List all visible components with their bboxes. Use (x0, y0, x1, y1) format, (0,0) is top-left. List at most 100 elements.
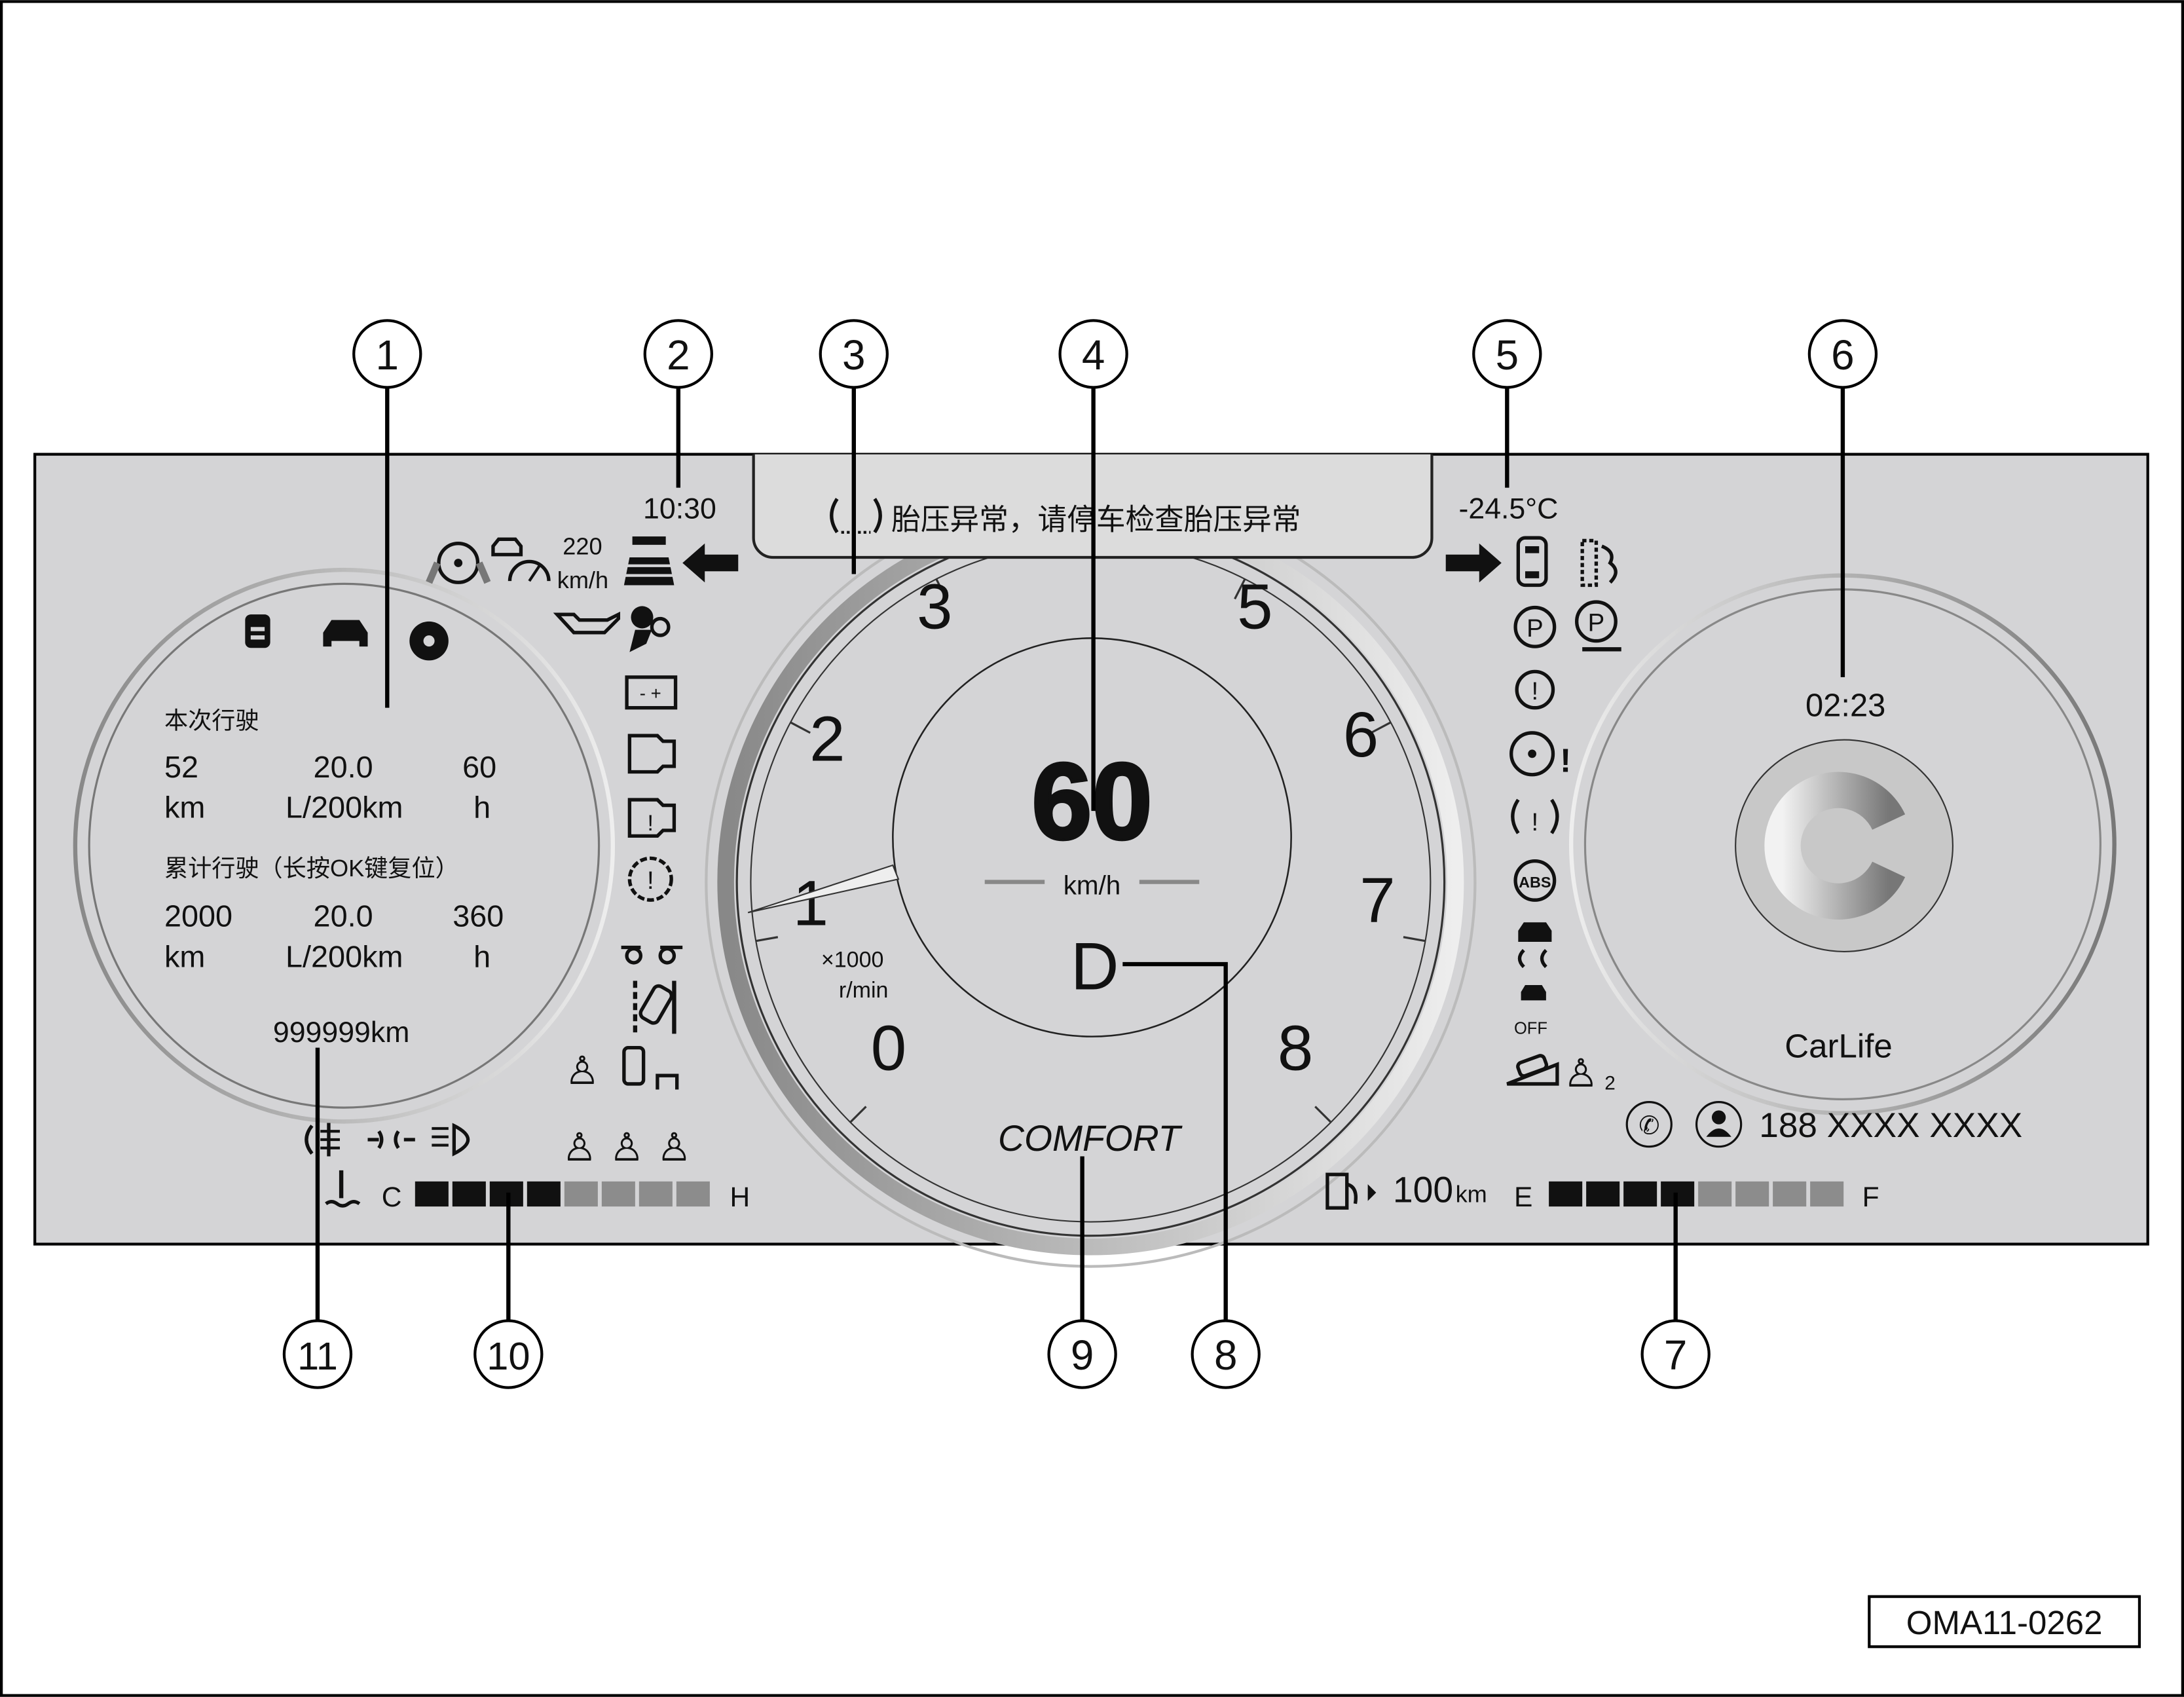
callout-markers: 1 2 3 4 5 6 7 8 9 10 11 (282, 319, 1878, 1389)
fuel-pump-icon (1325, 1172, 1377, 1210)
stability-control-icon (1517, 922, 1552, 969)
callout-5: 5 (1472, 319, 1542, 389)
engine-fault-icon: ! (627, 798, 676, 838)
odometer: 999999km (273, 1016, 410, 1049)
trip-distance: 52 (164, 750, 198, 784)
callout-number: 1 (376, 331, 399, 379)
callout-number: 8 (1214, 1332, 1237, 1379)
turn-right-icon (1445, 543, 1502, 583)
contact-icon (1695, 1101, 1743, 1148)
svg-text:♙: ♙ (657, 1125, 692, 1169)
bar-segment (1549, 1181, 1583, 1207)
fuel-range-value: 100 (1393, 1170, 1453, 1210)
tire-pressure-icon (830, 498, 882, 534)
callout-3: 3 (819, 319, 889, 389)
svg-text:- +: - + (640, 683, 661, 703)
tach-label-0: 0 (871, 1012, 906, 1084)
bar-segment (1623, 1181, 1657, 1207)
tach-tick (790, 721, 811, 734)
bar-segment (564, 1181, 598, 1207)
low-beam-icon (432, 1123, 470, 1157)
bar-segment (601, 1181, 635, 1207)
rear-fog-light-icon (305, 1123, 340, 1157)
tach-label-6: 6 (1343, 698, 1379, 770)
particulate-filter-icon (1580, 538, 1618, 587)
callout-number: 4 (1082, 331, 1105, 379)
svg-text:♙: ♙ (562, 1125, 597, 1169)
esp-off-label: OFF (1514, 1019, 1547, 1037)
drive-mode: COMFORT (998, 1118, 1183, 1159)
turn-left-icon (682, 543, 739, 583)
callout-number: 11 (297, 1334, 338, 1378)
coolant-low-label: C (382, 1182, 402, 1213)
svg-text:!: ! (648, 811, 654, 836)
total-distance: 2000 (164, 899, 232, 933)
abs-icon: ABS (1513, 859, 1557, 902)
callout-7: 7 (1640, 1319, 1711, 1389)
tachometer-ticks (756, 578, 1426, 1123)
trip-distance-unit: km (164, 791, 205, 825)
tpms-icon: ! (1511, 798, 1559, 836)
fuel-empty-label: E (1514, 1182, 1532, 1213)
figure-code-box (1868, 1595, 2141, 1649)
total-consumption-unit: L/200km (286, 939, 403, 973)
svg-text:♙: ♙ (565, 1049, 599, 1092)
total-distance-unit: km (164, 939, 205, 973)
bar-segment (415, 1181, 449, 1207)
carlife-logo-icon (1764, 772, 1906, 920)
tach-label-8: 8 (1278, 1012, 1313, 1084)
callout-9: 9 (1047, 1319, 1117, 1389)
coolant-gauge: C H (382, 1181, 750, 1213)
callout-leaders (315, 387, 1845, 1321)
position-light-icon (367, 1130, 415, 1149)
bar-segment (527, 1181, 561, 1207)
speed-limit-unit: km/h (557, 567, 608, 593)
bar-segment (452, 1181, 486, 1207)
svg-text:!: ! (1560, 742, 1571, 779)
adaptive-cruise-icon (491, 537, 551, 582)
tach-label-5: 5 (1237, 570, 1272, 642)
oil-pressure-icon (553, 611, 621, 635)
callout-number: 3 (842, 331, 865, 379)
warning-message-text: 胎压异常，请停车检查胎压异常 (891, 504, 1301, 536)
bar-segment (1735, 1181, 1769, 1207)
media-dial: 02:23 CarLife ✆ 188 XXXX XXXX (1568, 573, 2117, 1148)
phone-icon: ✆ (1625, 1101, 1673, 1148)
tachometer-labels: 0 1 2 3 5 6 7 8 (793, 570, 1396, 1083)
trip-time-unit: h (473, 791, 490, 825)
lane-icon (623, 536, 675, 586)
svg-text:!: ! (1532, 677, 1539, 705)
callout-8: 8 (1191, 1319, 1261, 1389)
bar-segment (676, 1181, 710, 1207)
callout-10: 10 (473, 1319, 544, 1389)
tach-label-3: 3 (917, 570, 952, 642)
seat-occupancy-icon (622, 1045, 679, 1090)
gear-settings-icon (409, 621, 449, 661)
tach-tick (849, 1106, 867, 1123)
coolant-bar (415, 1181, 710, 1207)
lane-departure-icon (633, 980, 676, 1034)
trip-consumption-unit: L/200km (286, 791, 403, 825)
svg-text:ABS: ABS (1519, 874, 1551, 891)
bar-segment (639, 1181, 673, 1207)
trip-time: 60 (462, 750, 496, 784)
tach-label-2: 2 (809, 703, 845, 775)
bar-segment (1698, 1181, 1732, 1207)
epb-fault-icon: P (1575, 600, 1621, 652)
trip-computer-dial: 本次行驶 52 20.0 60 km L/200km h 累计行驶（长按OK键复… (73, 567, 616, 1124)
tach-tick (756, 936, 779, 942)
callout-number: 2 (667, 331, 690, 379)
fuel-full-label: F (1862, 1182, 1879, 1213)
steering-hands-icon (426, 542, 491, 584)
callout-6: 6 (1807, 319, 1878, 389)
trip-current-label: 本次行驶 (164, 707, 259, 734)
tach-unit: r/min (839, 978, 889, 1003)
brake-system-icon: ! (627, 856, 673, 902)
tach-tick (1234, 578, 1246, 600)
door-icon (245, 614, 270, 648)
figure-code: OMA11-0262 (1906, 1604, 2103, 1641)
svg-text:♙: ♙ (1563, 1051, 1598, 1095)
svg-text:♙: ♙ (609, 1125, 644, 1169)
callout-number: 6 (1831, 331, 1854, 379)
